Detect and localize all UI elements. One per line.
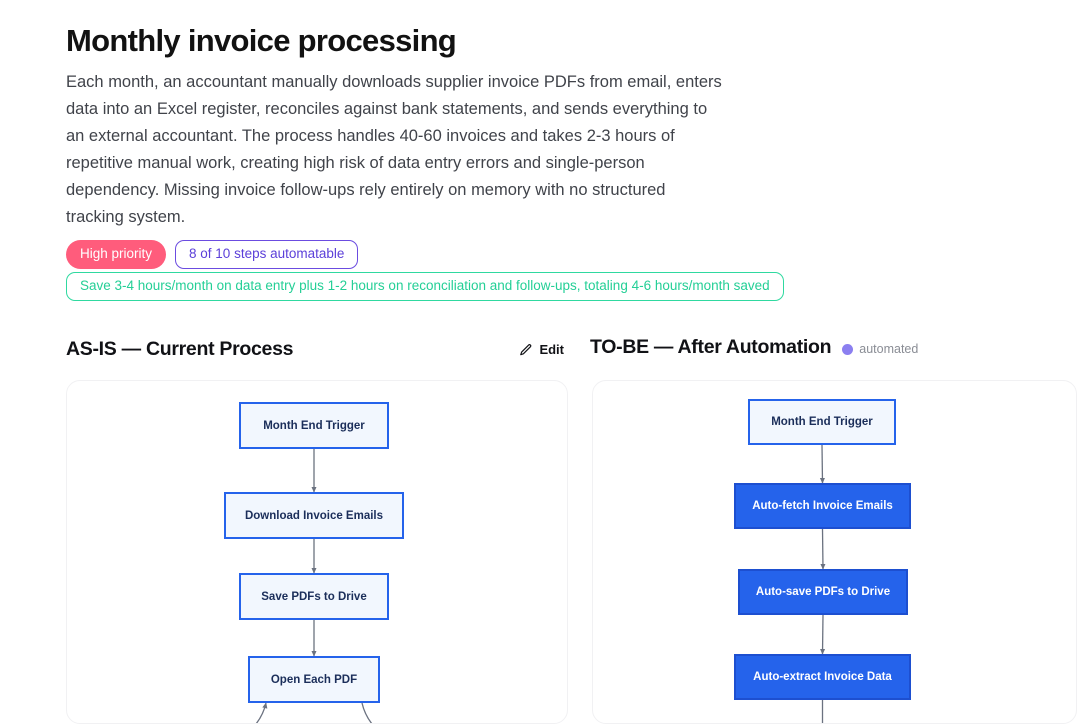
edit-button[interactable]: Edit [515,340,568,359]
flow-node-label: Month End Trigger [263,419,365,432]
flow-node-label: Auto-fetch Invoice Emails [752,500,893,512]
edit-button-label: Edit [539,342,564,357]
flow-node-label: Save PDFs to Drive [261,590,367,603]
flow-node-label: Month End Trigger [771,416,873,428]
as-is-header: AS-IS — Current Process Edit [66,338,568,361]
flow-edge-branch [361,702,373,723]
flow-edge [820,528,826,570]
to-be-header: TO-BE — After Automation automated [590,336,1077,359]
as-is-title: AS-IS — Current Process [66,338,294,360]
flow-node[interactable]: Auto-extract Invoice Data [734,654,911,700]
automated-legend: automated [842,339,918,356]
flow-node[interactable]: Open Each PDF [248,656,380,703]
pencil-icon [520,343,532,355]
automatable-steps-badge: 8 of 10 steps automatable [175,240,359,269]
flow-edge [819,444,826,484]
savings-badge: Save 3-4 hours/month on data entry plus … [66,272,784,301]
page-title: Monthly invoice processing [66,23,457,58]
priority-badge: High priority [66,240,167,269]
flow-node[interactable]: Month End Trigger [239,402,389,449]
process-description: Each month, an accountant manually downl… [66,73,722,226]
automated-dot-icon [842,343,854,355]
flow-node-label: Auto-extract Invoice Data [753,671,892,683]
automated-legend-label: automated [859,342,919,356]
flow-node[interactable]: Download Invoice Emails [224,492,404,539]
flow-node[interactable]: Auto-fetch Invoice Emails [734,483,911,529]
flow-node-label: Download Invoice Emails [244,509,384,522]
flow-edge-branch [255,702,268,723]
flow-edge [819,614,826,655]
flow-node-label: Auto-save PDFs to Drive [755,586,891,598]
flow-node[interactable]: Month End Trigger [748,399,896,445]
badge-row: High priority 8 of 10 steps automatable [66,240,359,269]
flow-node-label: Open Each PDF [270,673,358,686]
flow-node[interactable]: Save PDFs to Drive [239,573,389,620]
flow-node[interactable]: Auto-save PDFs to Drive [738,569,908,615]
to-be-title: TO-BE — After Automation [590,336,832,358]
